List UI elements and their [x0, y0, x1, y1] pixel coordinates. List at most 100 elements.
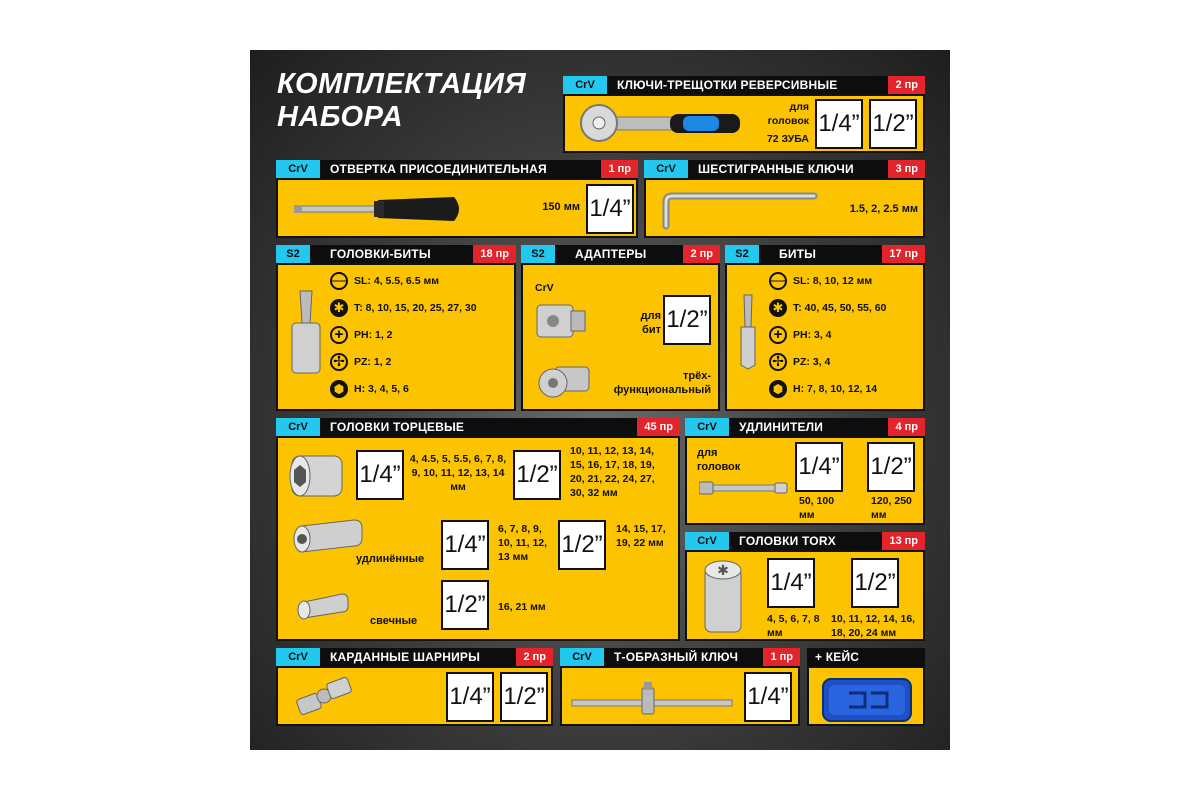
- length-label: 120, 250 мм: [871, 495, 912, 521]
- slotted-tip-icon: [769, 272, 787, 290]
- material-badge: CrV: [560, 648, 604, 666]
- count-badge: 1 пр: [763, 648, 800, 666]
- pozidriv-tip-icon: ✢: [330, 353, 348, 371]
- size-box: 1/4”: [767, 558, 815, 608]
- panel-header: CrV КЛЮЧИ-ТРЕЩОТКИ РЕВЕРСИВНЫЕ 2 пр: [563, 76, 925, 94]
- panel-extensions: CrV УДЛИНИТЕЛИ 4 пр для головок 1/4” 50,…: [685, 418, 925, 525]
- size-box: 1/4”: [446, 672, 494, 722]
- size-box: 1/2”: [513, 450, 561, 500]
- panel-header: CrV Т-ОБРАЗНЫЙ КЛЮЧ 1 пр: [560, 648, 800, 666]
- material-badge: CrV: [276, 160, 320, 178]
- sizes-label: 14, 15, 17, 19, 22 мм: [616, 523, 666, 549]
- count-badge: 4 пр: [888, 418, 925, 436]
- material-badge: S2: [276, 245, 310, 263]
- pozidriv-tip-icon: ✢: [769, 353, 787, 371]
- panel-title: КАРДАННЫЕ ШАРНИРЫ: [330, 650, 481, 664]
- panel-header: CrV ШЕСТИГРАННЫЕ КЛЮЧИ 3 пр: [644, 160, 925, 178]
- size-box: 1/2”: [558, 520, 606, 570]
- length-label: 150 мм: [542, 201, 580, 213]
- for-heads-label: для головок: [767, 101, 809, 127]
- spec-row: PH: 1, 2: [354, 329, 393, 341]
- sizes-label: 10, 11, 12, 13, 14, 15, 16, 17, 18, 19, …: [570, 445, 655, 499]
- sizes-label: 4, 5, 6, 7, 8 мм: [767, 613, 820, 639]
- count-badge: 13 пр: [882, 532, 925, 550]
- panel-title: + КЕЙС: [815, 650, 860, 664]
- spec-row: SL: 8, 10, 12 мм: [793, 275, 873, 287]
- poster: КОМПЛЕКТАЦИЯ НАБОРА CrV КЛЮЧИ-ТРЕЩОТКИ Р…: [250, 50, 950, 750]
- length-label: 50, 100 мм: [799, 495, 835, 521]
- torx-tip-icon: ✱: [330, 299, 348, 317]
- teeth-label: 72 ЗУБА: [766, 133, 809, 145]
- panel-adapters: S2 АДАПТЕРЫ 2 пр CrV для бит 1/2” трёх- …: [521, 245, 720, 411]
- spark-label: свечные: [370, 615, 418, 627]
- panel-title: ГОЛОВКИ ТОРЦЕВЫЕ: [330, 420, 465, 434]
- size-box: 1/4”: [586, 184, 634, 234]
- spec-row: PH: 3, 4: [793, 329, 832, 341]
- extension-bar-icon: [699, 481, 788, 495]
- count-badge: 2 пр: [683, 245, 720, 263]
- svg-text:✱: ✱: [717, 563, 729, 579]
- bit-icon: [740, 294, 756, 370]
- count-badge: 17 пр: [882, 245, 925, 263]
- hex-tip-icon: ⬢: [769, 380, 787, 398]
- socket-icon: [289, 455, 343, 497]
- spec-row: T: 8, 10, 15, 20, 25, 27, 30: [354, 302, 477, 314]
- deep-label: удлинённые: [356, 553, 425, 565]
- count-badge: 1 пр: [601, 160, 638, 178]
- panel-title: ГОЛОВКИ TORX: [739, 534, 836, 548]
- panel-title: Т-ОБРАЗНЫЙ КЛЮЧ: [614, 650, 739, 664]
- material-badge: CrV: [685, 532, 729, 550]
- page-title: КОМПЛЕКТАЦИЯ НАБОРА: [277, 68, 527, 133]
- sizes-label: 10, 11, 12, 14, 16, 18, 20, 24 мм: [831, 613, 916, 639]
- deep-socket-icon: [293, 519, 363, 553]
- count-badge: 2 пр: [516, 648, 553, 666]
- material-badge: CrV: [685, 418, 729, 436]
- size-box: 1/4”: [815, 99, 863, 149]
- spec-row: PZ: 3, 4: [793, 356, 831, 368]
- panel-title: БИТЫ: [779, 247, 817, 261]
- count-badge: 45 пр: [637, 418, 680, 436]
- screwdriver-icon: [294, 197, 459, 221]
- panel-bit-sockets: S2 ГОЛОВКИ-БИТЫ 18 пр SL: 4, 5.5, 6.5 мм…: [276, 245, 516, 411]
- panel-torx: CrV ГОЛОВКИ TORX 13 пр ✱ 1/4” 4, 5, 6, 7…: [685, 532, 925, 641]
- spec-row: H: 3, 4, 5, 6: [354, 383, 409, 395]
- panel-header: S2 АДАПТЕРЫ 2 пр: [521, 245, 720, 263]
- size-box: 1/4”: [744, 672, 792, 722]
- sizes-label: 1.5, 2, 2.5 мм: [849, 203, 918, 215]
- material-badge: CrV: [563, 76, 607, 94]
- size-box: 1/2”: [869, 99, 917, 149]
- material-label: CrV: [535, 282, 554, 294]
- bit-socket-icon: [291, 290, 321, 374]
- ratchet-icon: [580, 104, 740, 142]
- universal-joint-icon: [296, 677, 352, 715]
- size-box: 1/2”: [441, 580, 489, 630]
- panel-title: КЛЮЧИ-ТРЕЩОТКИ РЕВЕРСИВНЫЕ: [617, 78, 838, 92]
- count-badge: 18 пр: [473, 245, 516, 263]
- panel-header: CrV УДЛИНИТЕЛИ 4 пр: [685, 418, 925, 436]
- case-icon: [822, 678, 912, 722]
- size-box: 1/2”: [851, 558, 899, 608]
- spec-row: SL: 4, 5.5, 6.5 мм: [354, 275, 439, 287]
- for-bits-label: для бит: [640, 310, 661, 336]
- size-box: 1/4”: [356, 450, 404, 500]
- material-badge: S2: [521, 245, 555, 263]
- count-badge: 3 пр: [888, 160, 925, 178]
- hex-tip-icon: ⬢: [330, 380, 348, 398]
- panel-header: CrV КАРДАННЫЕ ШАРНИРЫ 2 пр: [276, 648, 553, 666]
- phillips-tip-icon: +: [769, 326, 787, 344]
- panel-ratchet: CrV КЛЮЧИ-ТРЕЩОТКИ РЕВЕРСИВНЫЕ 2 пр для …: [563, 76, 925, 153]
- panel-header: + КЕЙС: [807, 648, 925, 666]
- phillips-tip-icon: +: [330, 326, 348, 344]
- panel-header: CrV ГОЛОВКИ ТОРЦЕВЫЕ 45 пр: [276, 418, 680, 436]
- panel-title: ОТВЕРТКА ПРИСОЕДИНИТЕЛЬНАЯ: [330, 162, 547, 176]
- torx-socket-icon: ✱: [704, 560, 742, 633]
- panel-hex-keys: CrV ШЕСТИГРАННЫЕ КЛЮЧИ 3 пр 1.5, 2, 2.5 …: [644, 160, 925, 238]
- size-box: 1/4”: [441, 520, 489, 570]
- sizes-label: 4, 4.5, 5, 5.5, 6, 7, 8, 9, 10, 11, 12, …: [409, 453, 507, 493]
- panel-t-handle: CrV Т-ОБРАЗНЫЙ КЛЮЧ 1 пр 1/4”: [560, 648, 800, 726]
- slotted-tip-icon: [330, 272, 348, 290]
- panel-bits: S2 БИТЫ 17 пр SL: 8, 10, 12 мм ✱ T: 40, …: [725, 245, 925, 411]
- material-badge: CrV: [276, 418, 320, 436]
- count-badge: 2 пр: [888, 76, 925, 94]
- size-box: 1/4”: [795, 442, 843, 492]
